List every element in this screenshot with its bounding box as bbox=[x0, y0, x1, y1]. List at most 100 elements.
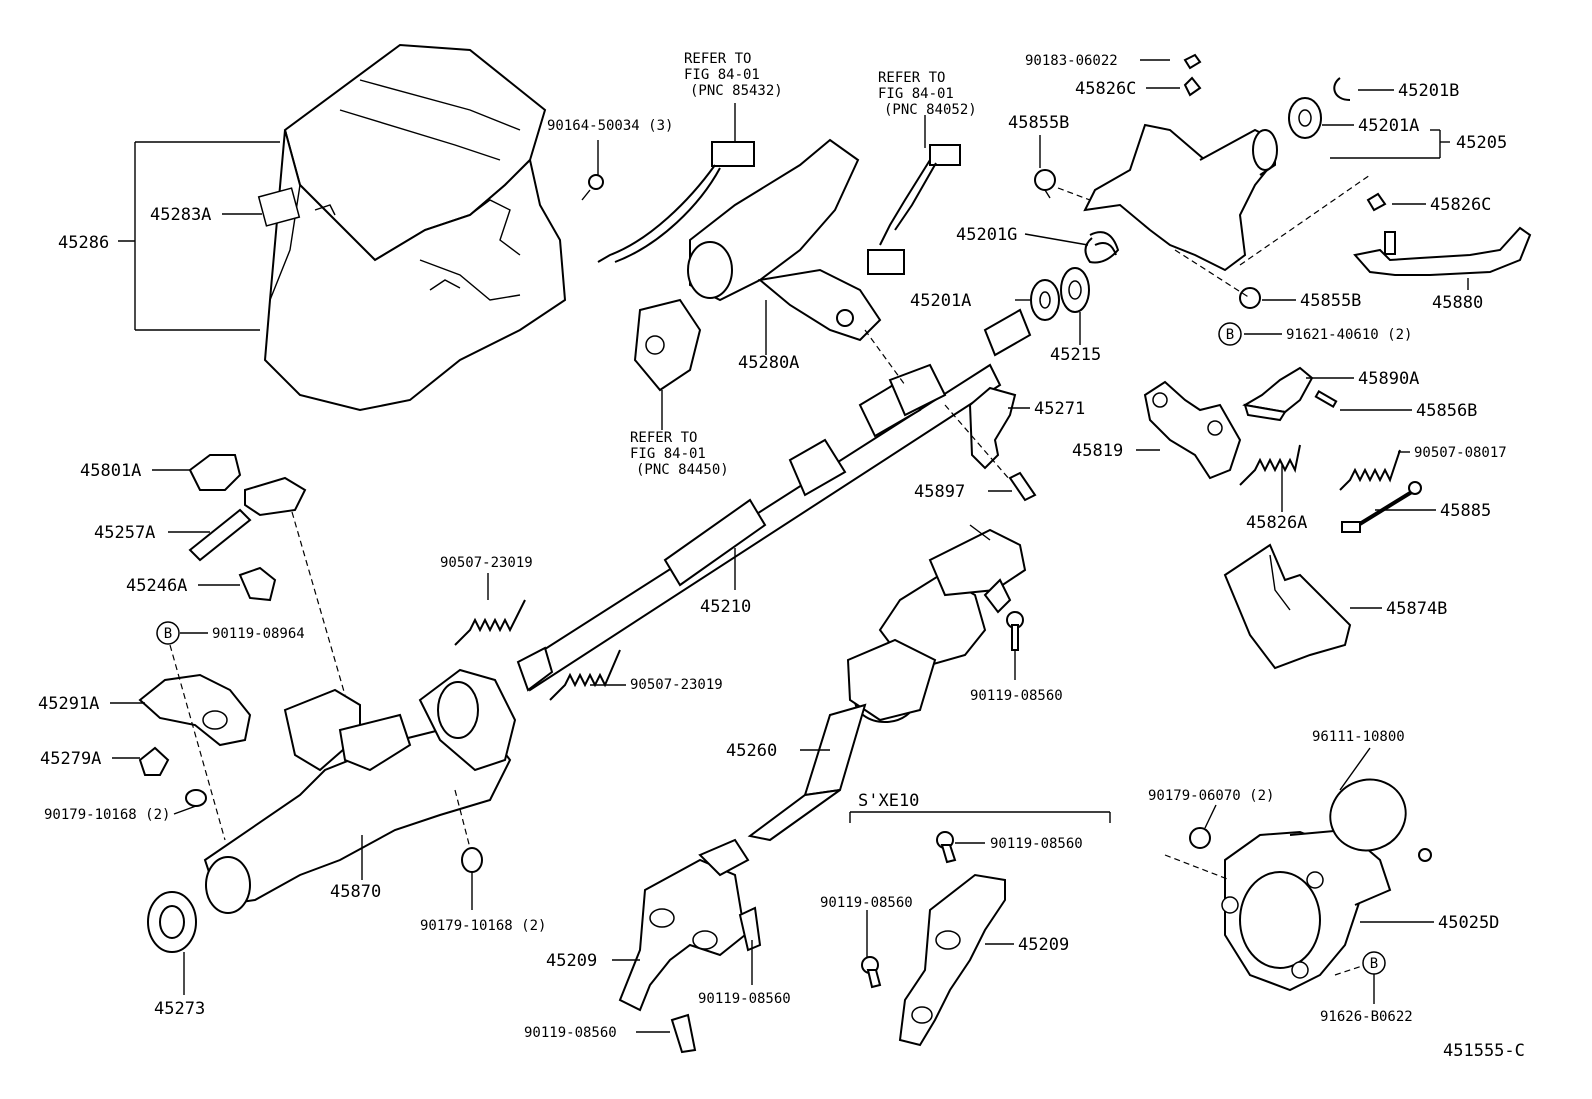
part-label: 90179-10168 (2) bbox=[44, 807, 170, 823]
ujoint-main-drawing bbox=[618, 838, 762, 1054]
part-label: 90119-08560 bbox=[698, 991, 791, 1007]
spring-90507-08017-drawing bbox=[1339, 449, 1401, 491]
part-label: 90183-06022 bbox=[1025, 53, 1118, 69]
refer-note-85432: REFER TO FIG 84-01 (PNC 85432) bbox=[684, 51, 783, 99]
refer-note-line: REFER TO bbox=[878, 70, 945, 86]
part-label: 45280A bbox=[738, 353, 799, 373]
refer-note-84450: REFER TO FIG 84-01 (PNC 84450) bbox=[630, 430, 729, 478]
spring-45826a-drawing bbox=[1239, 444, 1301, 486]
part-label: 90119-08560 bbox=[524, 1025, 617, 1041]
part-label: 45874B bbox=[1386, 599, 1447, 619]
harness-84052-drawing bbox=[867, 115, 961, 275]
part-label: 45885 bbox=[1440, 501, 1491, 521]
part-label: 45897 bbox=[914, 482, 965, 502]
lever-45880-drawing bbox=[1353, 226, 1532, 276]
part-label: 45201A bbox=[1358, 116, 1419, 136]
part-label: 45826C bbox=[1075, 79, 1136, 99]
refer-note-line: (PNC 84450) bbox=[636, 462, 729, 478]
part-label: 45210 bbox=[700, 597, 751, 617]
part-label: 90179-06070 (2) bbox=[1148, 788, 1274, 804]
ref-marker-b-top-text: B bbox=[1226, 327, 1234, 343]
bolt-upper-drawing bbox=[1006, 611, 1024, 680]
intermediate-shaft-drawing bbox=[747, 528, 1027, 842]
nut-lower-drawing bbox=[454, 789, 483, 910]
part-label: 91621-40610 (2) bbox=[1286, 327, 1412, 343]
screw-90164-drawing bbox=[581, 140, 604, 201]
bracket-45874b-drawing bbox=[1223, 543, 1352, 670]
part-label: 45826C bbox=[1430, 195, 1491, 215]
part-label: 45855B bbox=[1300, 291, 1361, 311]
spring-lower-23019-drawing bbox=[549, 649, 621, 701]
pawl-45819-drawing bbox=[1143, 380, 1242, 480]
rod-45885-drawing bbox=[1341, 481, 1422, 533]
part-label: 45201A bbox=[910, 291, 971, 311]
diagram-code: 451555-C bbox=[1443, 1041, 1525, 1061]
leader-lines bbox=[110, 59, 1469, 1033]
upper-bracket-drawing bbox=[1030, 53, 1450, 321]
part-label: 91626-B0622 bbox=[1320, 1009, 1413, 1025]
part-label: 45215 bbox=[1050, 345, 1101, 365]
part-labels: 45286 45283A 90164-50034 (3) 45280A 9018… bbox=[38, 53, 1507, 1041]
refer-note-line: REFER TO bbox=[630, 430, 697, 446]
part-label: 45819 bbox=[1072, 441, 1123, 461]
part-label: 45855B bbox=[1008, 113, 1069, 133]
main-shaft-drawing bbox=[516, 308, 1032, 692]
spring-upper-23019-drawing bbox=[454, 599, 526, 646]
part-label: 45273 bbox=[154, 999, 205, 1019]
variant-label: S'XE10 bbox=[858, 791, 919, 811]
lock-lever-drawing bbox=[1242, 366, 1338, 422]
part-label: 96111-10800 bbox=[1312, 729, 1405, 745]
bracket-45271-drawing bbox=[864, 329, 1037, 502]
clamp-plate-drawing bbox=[138, 511, 346, 841]
part-label: 45209 bbox=[546, 951, 597, 971]
part-label: 45201B bbox=[1398, 81, 1459, 101]
part-label: 45201G bbox=[956, 225, 1017, 245]
part-label: 90119-08964 bbox=[212, 626, 305, 642]
part-label: 45260 bbox=[726, 741, 777, 761]
part-label: 45209 bbox=[1018, 935, 1069, 955]
part-label: 45870 bbox=[330, 882, 381, 902]
ujoint-sxe10-drawing bbox=[849, 811, 1111, 1047]
refer-note-line: REFER TO bbox=[684, 51, 751, 67]
part-label: 45283A bbox=[150, 205, 211, 225]
refer-note-line: FIG 84-01 bbox=[630, 446, 706, 462]
part-label: 90119-08560 bbox=[820, 895, 913, 911]
part-label: 90119-08560 bbox=[990, 836, 1083, 852]
refer-note-line: FIG 84-01 bbox=[878, 86, 954, 102]
ref-marker-b-left: B bbox=[156, 621, 180, 645]
part-label: 45291A bbox=[38, 694, 99, 714]
ref-marker-b-bottom: B bbox=[1362, 951, 1386, 975]
ref-marker-b-bottom-text: B bbox=[1370, 956, 1378, 972]
refer-note-line: (PNC 84052) bbox=[884, 102, 977, 118]
ref-marker-b-top: B bbox=[1218, 322, 1242, 346]
small-parts-left-drawing bbox=[188, 454, 307, 602]
part-label: 45025D bbox=[1438, 913, 1499, 933]
part-label: 45286 bbox=[58, 233, 109, 253]
part-label: 45801A bbox=[80, 461, 141, 481]
part-label: 90507-23019 bbox=[440, 555, 533, 571]
column-cover-drawing bbox=[257, 43, 567, 412]
column-tube-drawing bbox=[203, 668, 517, 914]
part-label: 45856B bbox=[1416, 401, 1477, 421]
part-label: 90507-08017 bbox=[1414, 445, 1507, 461]
part-label: 45826A bbox=[1246, 513, 1307, 533]
refer-note-84052: REFER TO FIG 84-01 (PNC 84052) bbox=[878, 70, 977, 118]
harness-85432-drawing bbox=[597, 103, 755, 263]
part-label: 45271 bbox=[1034, 399, 1085, 419]
part-label: 90119-08560 bbox=[970, 688, 1063, 704]
part-label: 45279A bbox=[40, 749, 101, 769]
part-label: 45246A bbox=[126, 576, 187, 596]
lock-housing-drawing bbox=[633, 138, 882, 430]
bearing-45273-drawing bbox=[147, 891, 197, 995]
refer-note-line: (PNC 85432) bbox=[690, 83, 783, 99]
part-label: 90164-50034 (3) bbox=[547, 118, 673, 134]
part-label: 90179-10168 (2) bbox=[420, 918, 546, 934]
part-label: 45205 bbox=[1456, 133, 1507, 153]
brace-45286-drawing bbox=[118, 141, 280, 331]
part-label: 45880 bbox=[1432, 293, 1483, 313]
part-label: 90507-23019 bbox=[630, 677, 723, 693]
ref-marker-b-left-text: B bbox=[164, 626, 172, 642]
boot-45025d-drawing bbox=[1164, 778, 1432, 992]
